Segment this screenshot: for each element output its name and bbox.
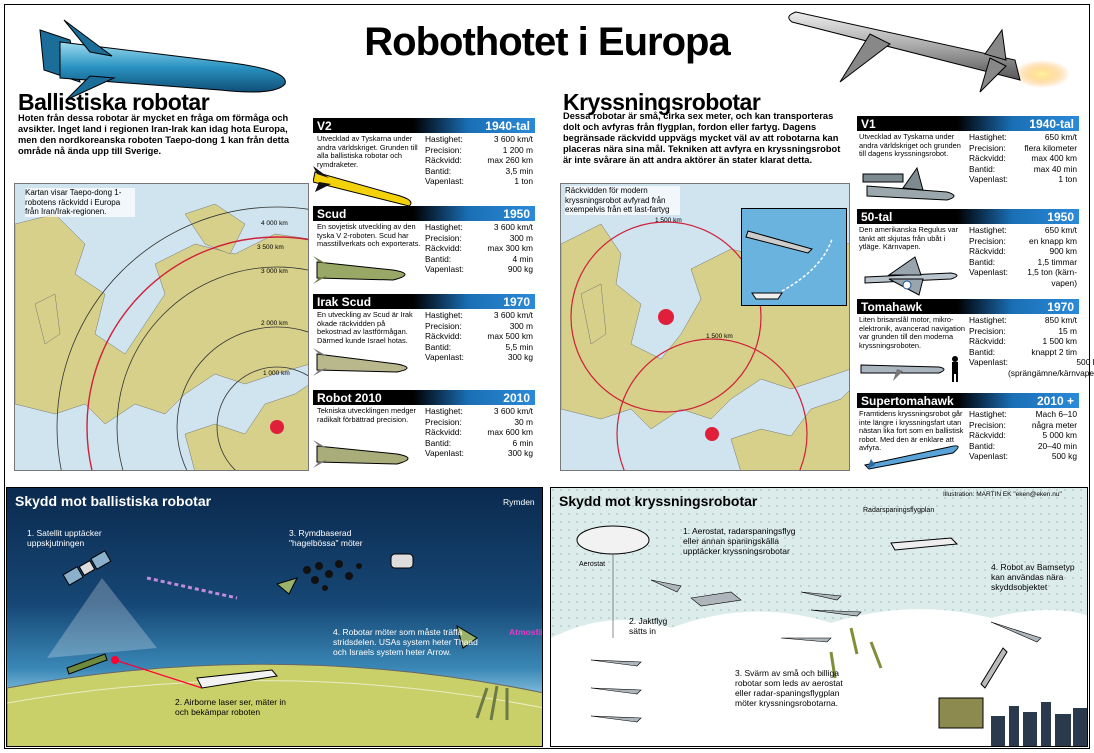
step-1-label: 1. Satellit upptäcker uppskjutningen <box>27 528 102 548</box>
card-stats: Hastighet:3 600 km/t Precision:1 200 m R… <box>425 134 533 186</box>
launch-inset <box>741 208 847 306</box>
card-description: En sovjetisk utveckling av den tyska V 2… <box>317 222 421 249</box>
cruise-step-3-label: 3. Svärm av små och billiga robotar som … <box>735 668 843 708</box>
card-stats: Hastighet:3 600 km/t Precision:300 m Räc… <box>425 222 533 274</box>
range-label-2000: 2 000 km <box>261 320 288 327</box>
v2-missile-icon <box>313 166 412 206</box>
cruise-step-2-label: 2. Jaktflyg sätts in <box>629 616 668 636</box>
cruise-defense-illustration <box>551 488 1087 746</box>
range-label-1500-b: 1 500 km <box>706 333 733 340</box>
irak-scud-missile-icon <box>313 348 408 376</box>
card-stats: Hastighet:3 600 km/t Precision:300 m Räc… <box>425 310 533 362</box>
cruise-map-caption: Räckvidden för modern kryssningsrobot av… <box>565 186 680 215</box>
card-description: Utvecklad av Tyskarna under andra världs… <box>859 132 961 159</box>
ballistic-range-map: Kartan visar Taepo-dong 1-robotens räckv… <box>14 183 309 471</box>
atmosphere-label: Atmosfär <box>509 627 543 637</box>
range-label-1500-a: 1 500 km <box>655 217 682 224</box>
aerostat-label: Aerostat <box>579 561 606 568</box>
supertomahawk-missile-icon <box>863 445 959 470</box>
card-stats: Hastighet:650 km/t Precision:en knapp km… <box>969 225 1077 288</box>
cruise-step-1-label: 1. Aerostat, radarspaningsflyg eller ann… <box>683 526 796 556</box>
card-description: En utveckling av Scud är Irak ökade räck… <box>317 310 413 345</box>
ballistic-intro: Hoten från dessa robotar är mycket en fr… <box>18 113 290 156</box>
regulus-missile-icon <box>864 256 958 296</box>
step-4-label: 4. Robotar möter som måste träffa strids… <box>333 627 478 657</box>
cruise-missile-illustration <box>788 11 1070 93</box>
card-stats: Hastighet:650 km/t Precision:flera kilom… <box>969 132 1077 184</box>
page-title: Robothotet i Europa <box>364 20 730 64</box>
card-stats: Hastighet:850 km/t Precision:15 m Räckvi… <box>969 315 1094 378</box>
cruise-defense-panel: Skydd mot kryssningsrobotar Illustration… <box>550 487 1088 747</box>
cruise-step-4-label: 4. Robot av Bamsetyp kan användas nära s… <box>991 562 1075 592</box>
cruise-defense-title: Skydd mot kryssningsrobotar <box>559 493 758 509</box>
step-3-label: 3. Rymdbaserad "hagelbössa" möter <box>289 528 363 548</box>
space-label: Rymden <box>503 497 535 507</box>
range-label-3500: 3 500 km <box>257 244 284 251</box>
cruise-range-map: Räckvidden för modern kryssningsrobot av… <box>560 183 850 471</box>
radar-plane-label: Radarspaningsflygplan <box>863 507 935 514</box>
europe-map-graphic <box>15 203 308 470</box>
card-description: Utvecklad av Tyskarna under andra världs… <box>317 134 418 169</box>
illustration-credit: Illustration: MARTIN EK "eken@eken.nu" <box>943 491 1062 498</box>
card-stats: Hastighet:3 600 km/t Precision:30 m Räck… <box>425 406 533 458</box>
tomahawk-missile-icon <box>860 356 958 382</box>
range-label-4000: 4 000 km <box>261 220 288 227</box>
ballistic-section-title: Ballistiska robotar <box>18 89 210 115</box>
ship-launch-illustration <box>745 230 833 300</box>
range-label-3000: 3 000 km <box>261 268 288 275</box>
step-2-label: 2. Airborne laser ser, mäter in och bekä… <box>175 697 287 717</box>
ballistic-map-caption: Kartan visar Taepo-dong 1-robotens räckv… <box>25 188 135 217</box>
card-description: Framtidens kryssningsrobot går inte läng… <box>859 409 964 453</box>
card-description: Liten brisanslål motor, mikro-elektronik… <box>859 315 965 350</box>
card-description: Den amerikanska Regulus var tänkt att sk… <box>859 225 958 252</box>
robot-2010-missile-icon <box>313 440 409 468</box>
ballistic-defense-panel: Skydd mot ballistiska robotar Rymden Atm… <box>6 487 543 747</box>
card-stats: Hastighet:Mach 6–10 Precision:några mete… <box>969 409 1077 461</box>
cruise-intro: Dessa robotar är små, cirka sex meter, o… <box>563 111 841 165</box>
range-label-1000: 1 000 km <box>263 370 290 377</box>
cruise-section-title: Kryssningsrobotar <box>563 89 761 115</box>
person-scale-icon <box>952 356 958 382</box>
scud-missile-icon <box>313 256 406 284</box>
v1-missile-icon <box>862 166 955 201</box>
ballistic-defense-illustration <box>7 550 542 746</box>
ballistic-missile-illustration <box>39 19 286 101</box>
card-description: Tekniska utvecklingen medger radikalt fö… <box>317 406 417 424</box>
page-frame <box>4 4 1090 749</box>
ballistic-defense-title: Skydd mot ballistiska robotar <box>15 493 212 509</box>
